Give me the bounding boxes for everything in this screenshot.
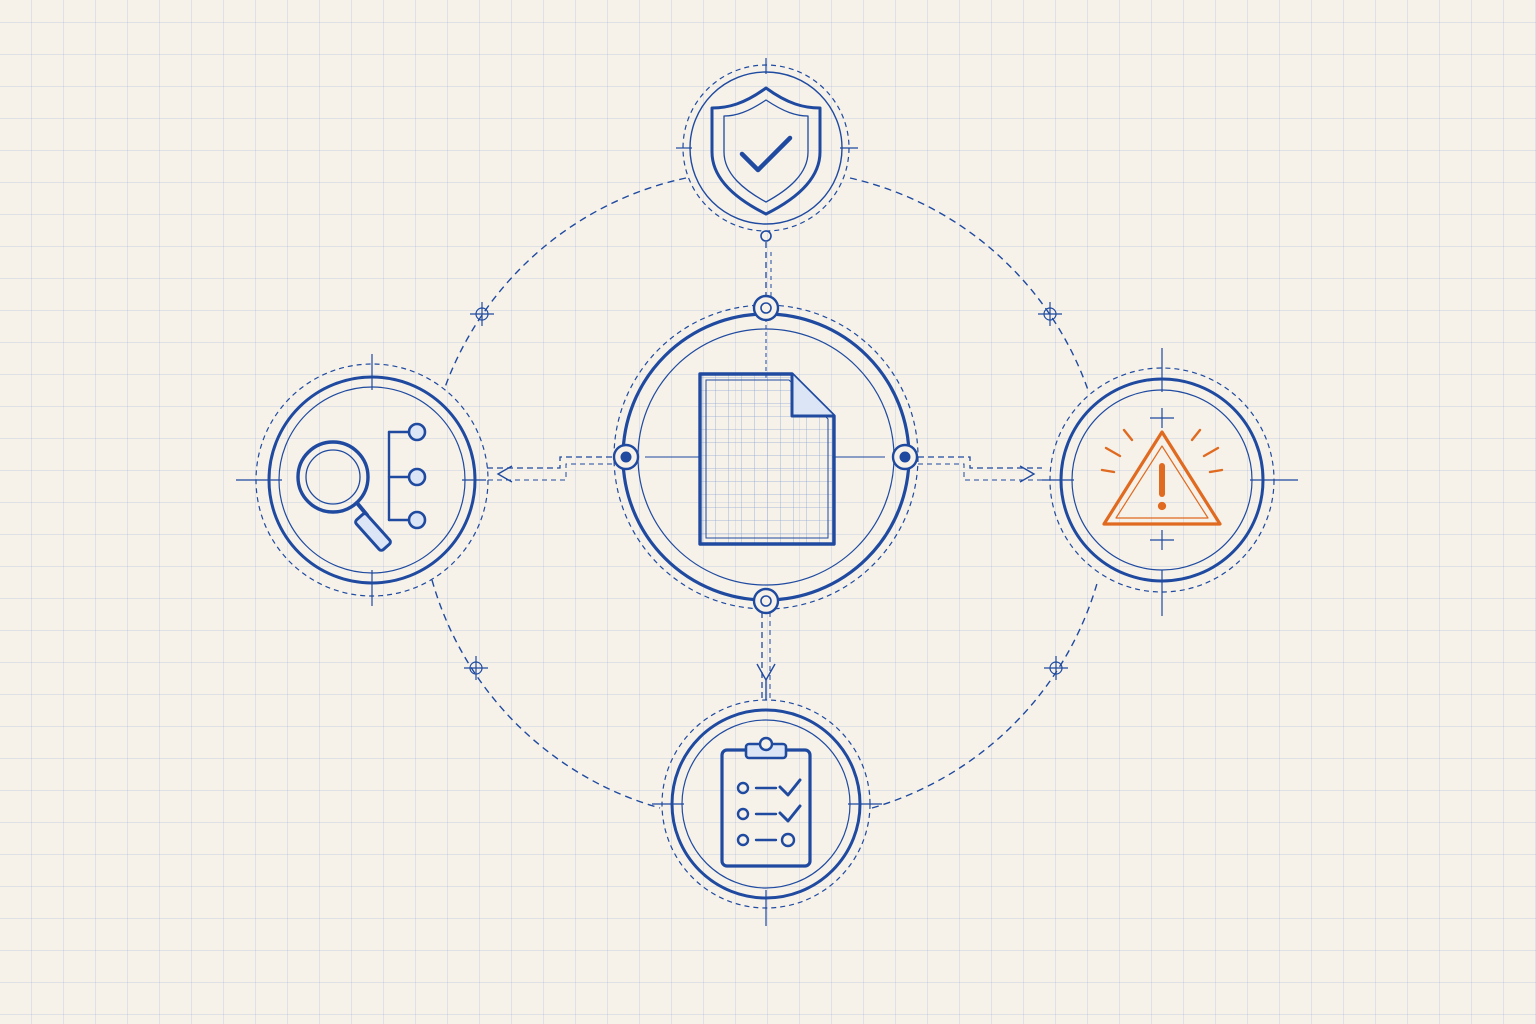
junction-center-top bbox=[752, 294, 780, 322]
top-node bbox=[676, 58, 858, 232]
orbit-marker-top-right bbox=[1038, 302, 1062, 326]
magnifier-hierarchy-icon bbox=[296, 422, 427, 552]
junction-center-bottom bbox=[752, 587, 780, 615]
right-node bbox=[1042, 348, 1298, 616]
connector-center-bottom bbox=[756, 612, 776, 700]
document-grid-icon bbox=[698, 372, 836, 546]
junction-center-right bbox=[891, 443, 919, 471]
warning-triangle-icon bbox=[1100, 428, 1224, 526]
orbit-marker-bottom-left bbox=[464, 656, 488, 680]
bottom-node bbox=[652, 699, 882, 926]
shield-check-icon bbox=[710, 86, 822, 216]
junction-center-left bbox=[612, 443, 640, 471]
orbit-marker-bottom-right bbox=[1044, 656, 1068, 680]
left-node bbox=[236, 354, 489, 606]
connector-top-center bbox=[760, 230, 772, 298]
orbit-ring bbox=[431, 177, 1099, 809]
connector-center-right bbox=[918, 456, 1042, 483]
clipboard-checklist-icon bbox=[720, 736, 812, 868]
orbit-marker-top-left bbox=[470, 302, 494, 326]
connector-center-left bbox=[486, 456, 612, 483]
